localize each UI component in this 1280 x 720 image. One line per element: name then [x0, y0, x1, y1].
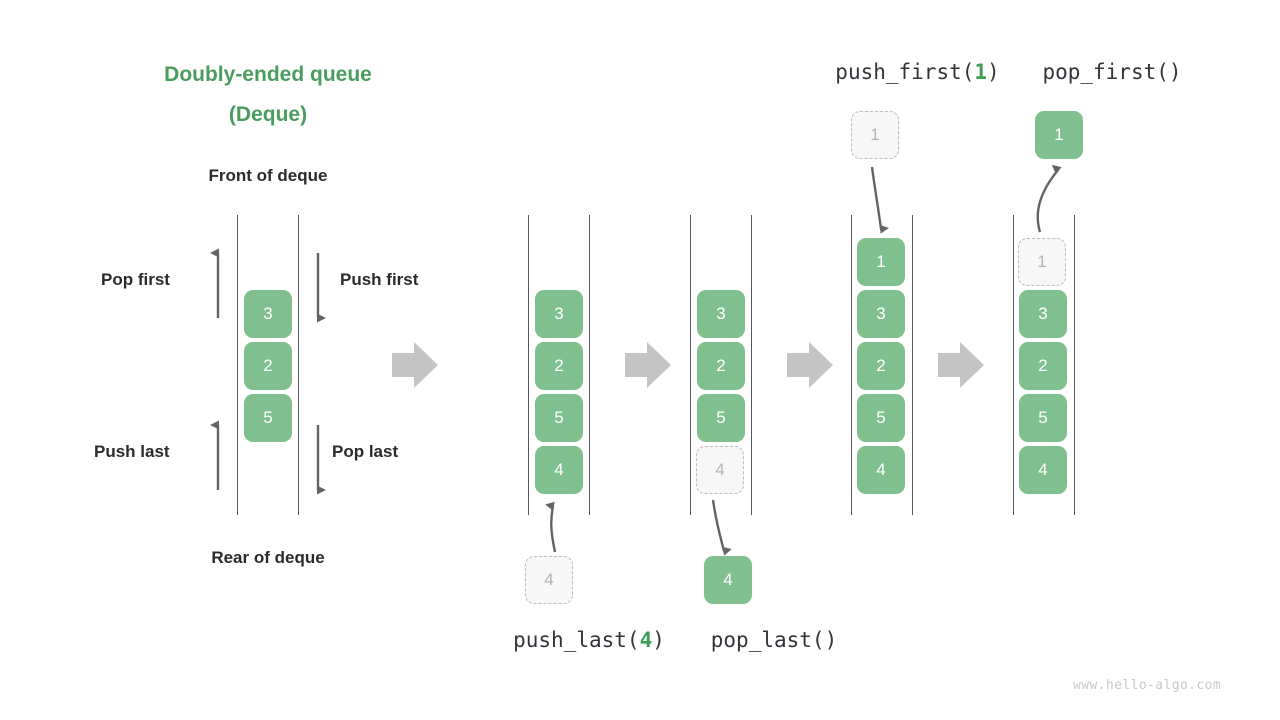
- deque-element: 4: [1019, 446, 1067, 494]
- deque-element: 5: [535, 394, 583, 442]
- deque-removed-slot: 1: [1018, 238, 1066, 286]
- deque-outgoing-element: 1: [1035, 111, 1083, 159]
- deque-element: 3: [857, 290, 905, 338]
- deque-removed-slot: 4: [696, 446, 744, 494]
- pop-first-operation-label: pop_first(): [1012, 60, 1212, 84]
- deque-rail-left-col1: [237, 215, 238, 515]
- paren-close: ): [652, 628, 665, 652]
- deque-rail-right-col1: [298, 215, 299, 515]
- pop-last-remove-arrow: [711, 499, 732, 556]
- push-first-fn-name: push_first: [835, 60, 962, 84]
- deque-element: 3: [535, 290, 583, 338]
- pop-last-label: Pop last: [332, 442, 399, 461]
- push-last-argument: 4: [639, 628, 653, 652]
- deque-element: 5: [1019, 394, 1067, 442]
- transition-arrow-1: [392, 342, 438, 388]
- transition-arrow-2: [625, 342, 671, 388]
- deque-element: 5: [244, 394, 292, 442]
- page-title-line2: (Deque): [228, 103, 308, 126]
- paren-close: ): [1168, 60, 1182, 84]
- deque-element: 4: [857, 446, 905, 494]
- page-title-line1: Doubly-ended queue: [164, 63, 372, 86]
- pop-first-remove-arrow: [1036, 164, 1062, 233]
- deque-rail-right-col3: [751, 215, 752, 515]
- deque-incoming-element: 1: [851, 111, 899, 159]
- deque-rail-left-col4: [851, 215, 852, 515]
- deque-element: 2: [535, 342, 583, 390]
- deque-element: 5: [857, 394, 905, 442]
- deque-element: 2: [857, 342, 905, 390]
- paren-close: ): [824, 628, 838, 652]
- paren-open: (: [811, 628, 825, 652]
- push-last-insert-arrow: [545, 501, 557, 553]
- paren-open: (: [1156, 60, 1169, 84]
- rear-of-deque-label: Rear of deque: [211, 548, 325, 567]
- paren-open: (: [626, 628, 640, 652]
- page-title: Doubly-ended queue (Deque): [147, 55, 389, 135]
- paren-close: ): [987, 60, 1000, 84]
- deque-rail-left-col2: [528, 215, 529, 515]
- deque-element: 1: [857, 238, 905, 286]
- pop-first-fn-name: pop_first: [1042, 60, 1157, 84]
- deque-element: 2: [697, 342, 745, 390]
- push-first-argument: 1: [974, 60, 988, 84]
- push-last-operation-label: push_last(4): [478, 628, 700, 652]
- push-last-fn-name: push_last: [513, 628, 627, 652]
- transition-arrow-4: [938, 342, 984, 388]
- deque-incoming-element: 4: [525, 556, 573, 604]
- deque-rail-left-col5: [1013, 215, 1014, 515]
- deque-element: 2: [1019, 342, 1067, 390]
- push-first-insert-arrow: [870, 166, 889, 234]
- deque-element: 3: [1019, 290, 1067, 338]
- pop-last-fn-name: pop_last: [710, 628, 812, 652]
- deque-element: 4: [535, 446, 583, 494]
- deque-element: 5: [697, 394, 745, 442]
- front-of-deque-label: Front of deque: [208, 166, 328, 185]
- pop-first-label: Pop first: [101, 270, 170, 289]
- deque-rail-left-col3: [690, 215, 691, 515]
- paren-open: (: [961, 60, 975, 84]
- push-first-label: Push first: [340, 270, 419, 289]
- deque-rail-right-col4: [912, 215, 913, 515]
- push-first-operation-label: push_first(1): [800, 60, 1035, 84]
- deque-element: 2: [244, 342, 292, 390]
- push-last-label: Push last: [94, 442, 170, 461]
- site-watermark: www.hello-algo.com: [1073, 678, 1222, 693]
- deque-rail-right-col5: [1074, 215, 1075, 515]
- deque-element: 3: [697, 290, 745, 338]
- pop-last-operation-label: pop_last(): [676, 628, 872, 652]
- deque-rail-right-col2: [589, 215, 590, 515]
- deque-element: 3: [244, 290, 292, 338]
- deque-outgoing-element: 4: [704, 556, 752, 604]
- transition-arrow-3: [787, 342, 833, 388]
